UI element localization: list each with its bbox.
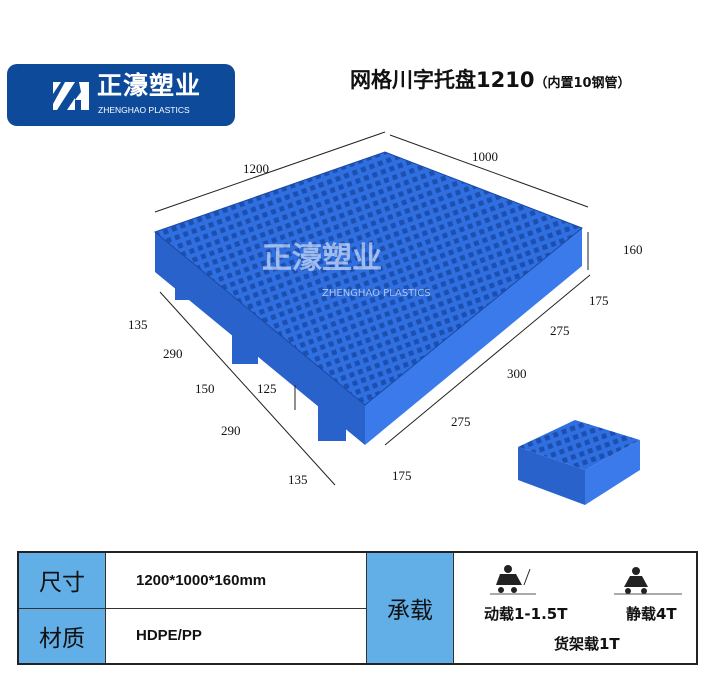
spec-table: 尺寸 1200*1000*160mm 承载 动载1-1.5T 静载4T 货架载1…: [17, 551, 698, 665]
watermark-cn: 正濠塑业: [262, 241, 382, 276]
load-label: 承载: [366, 551, 454, 665]
brand-logo: 正濠塑业 ZHENGHAO PLASTICS: [7, 64, 235, 126]
dimension-lines: [154, 131, 591, 486]
pallet-foot: [175, 262, 197, 300]
dim-runner-height: 125: [257, 381, 277, 396]
dim-length: 1200: [243, 161, 269, 176]
pallet-right-side: [365, 228, 582, 445]
dim-width: 1000: [472, 149, 498, 164]
logo-en: ZHENGHAO PLASTICS: [98, 105, 190, 115]
dim-height: 160: [623, 242, 643, 257]
pallet-thumbnail: [518, 420, 640, 505]
size-value: 1200*1000*160mm: [105, 551, 367, 609]
logo-mark-icon: [53, 82, 89, 110]
pallet-foot: [232, 312, 258, 364]
dim-right-5: 175: [392, 468, 412, 483]
racking-load: 货架载1T: [554, 635, 620, 653]
title-main: 网格川字托盘1210: [350, 68, 535, 92]
dim-left-5: 135: [288, 472, 308, 487]
logo-cn: 正濠塑业: [97, 71, 202, 100]
pallet-left-side: [155, 232, 365, 445]
dim-right-2: 275: [550, 323, 570, 338]
size-label: 尺寸: [17, 551, 106, 609]
page-title: 网格川字托盘1210（内置10钢管）: [350, 64, 631, 94]
pallet-drawing: 正濠塑业 ZHENGHAO PLASTICS: [153, 131, 640, 505]
material-value: HDPE/PP: [105, 607, 367, 665]
dim-left-1: 135: [128, 317, 148, 332]
dim-right-3: 300: [507, 366, 527, 381]
dim-right-4: 275: [451, 414, 471, 429]
load-icons: [490, 565, 682, 595]
static-load-icon: [624, 567, 648, 594]
static-load: 静载4T: [626, 605, 677, 623]
title-note: （内置10钢管）: [534, 76, 631, 91]
dynamic-load: 动载1-1.5T: [484, 605, 568, 623]
pallet-top-grid: [153, 151, 583, 406]
watermark-en: ZHENGHAO PLASTICS: [322, 288, 431, 299]
material-label: 材质: [17, 607, 106, 665]
dynamic-load-icon: [496, 565, 531, 593]
dim-left-4: 290: [221, 423, 241, 438]
dim-left-2: 290: [163, 346, 183, 361]
load-cell: 动载1-1.5T 静载4T 货架载1T: [453, 551, 698, 665]
pallet-foot: [318, 385, 346, 441]
dim-left-3: 150: [195, 381, 215, 396]
dim-right-1: 175: [589, 293, 609, 308]
